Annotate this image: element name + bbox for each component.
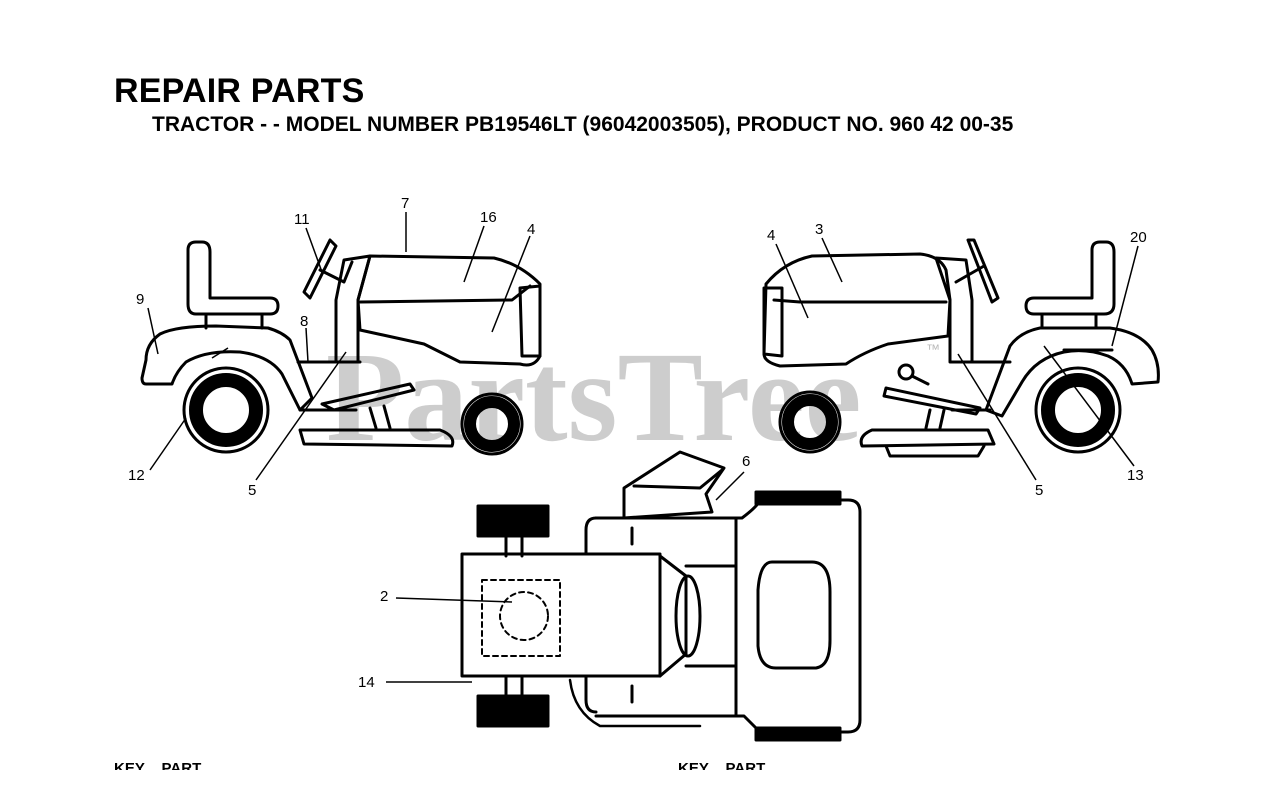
hood (762, 252, 952, 368)
seat (186, 240, 280, 316)
front-wheel (778, 390, 842, 454)
callout-3: 3 (815, 221, 823, 238)
discharge-chute (622, 450, 726, 520)
lever-knob (897, 363, 915, 381)
chute-line (632, 468, 724, 490)
seat (1024, 240, 1116, 316)
grille (518, 284, 542, 358)
right-side-view (762, 238, 1160, 458)
page-title: REPAIR PARTS (114, 72, 365, 110)
steering-hub (674, 574, 702, 658)
key-label: KEY (678, 760, 709, 770)
decal-circle (499, 591, 549, 641)
part-label: PART (725, 760, 766, 770)
rear-tire (189, 373, 263, 447)
right-view-leaders (775, 237, 1139, 481)
deck-curve (568, 678, 702, 728)
top-view (460, 450, 862, 742)
body-front (584, 516, 598, 714)
callout-2: 2 (380, 588, 388, 605)
seat-post (1040, 312, 1098, 330)
rear-wheel (182, 366, 270, 454)
rear-body (594, 498, 862, 734)
deck-lever (320, 382, 416, 412)
callout-4-left: 4 (527, 221, 535, 238)
dash-panel (934, 256, 974, 364)
hood-top (460, 552, 662, 678)
hood-line (358, 284, 532, 304)
steering-wheel (966, 238, 1000, 304)
left-side-view (140, 238, 542, 456)
key-label: KEY (114, 760, 145, 770)
part-label: PART (161, 760, 202, 770)
front-tire (782, 394, 838, 450)
left-view-leaders (147, 212, 531, 481)
hood-taper (658, 554, 688, 678)
callout-8: 8 (300, 313, 308, 330)
deck-skirt (884, 444, 986, 458)
callout-13: 13 (1127, 467, 1144, 484)
rear-left-tire (754, 490, 842, 506)
mower-deck (298, 428, 455, 448)
deck-hanger (924, 408, 946, 430)
rear-fender (984, 326, 1160, 418)
callout-7: 7 (401, 195, 409, 212)
rear-tire (1041, 373, 1115, 447)
callout-20: 20 (1130, 229, 1147, 246)
callout-6: 6 (742, 453, 750, 470)
steering-column (954, 264, 986, 284)
steering-wheel (302, 238, 338, 300)
front-tire (464, 396, 520, 452)
callout-12: 12 (128, 467, 145, 484)
callout-5-left: 5 (248, 482, 256, 499)
dash-sides (684, 564, 738, 668)
parts-list-header-left: KEY PART (114, 758, 254, 770)
deck-lever (882, 386, 982, 416)
rear-right-tire (754, 726, 842, 742)
mower-deck (859, 428, 996, 448)
callout-14: 14 (358, 674, 375, 691)
steering-column (318, 260, 354, 284)
callout-9: 9 (136, 291, 144, 308)
rear-fender (140, 324, 314, 412)
grille (762, 286, 784, 358)
front-left-tire (476, 504, 550, 538)
parts-list-header-right: KEY PART (678, 758, 818, 770)
callout-16: 16 (480, 209, 497, 226)
decal-outline (481, 579, 561, 657)
lever-stem (910, 374, 930, 386)
hood (356, 254, 542, 367)
callout-5-right: 5 (1035, 482, 1043, 499)
front-right-tire (476, 694, 550, 728)
deck-hanger (368, 404, 392, 430)
top-view-leaders (386, 471, 745, 683)
page-subtitle: TRACTOR - - MODEL NUMBER PB19546LT (9604… (152, 113, 1014, 136)
callout-11: 11 (294, 211, 310, 228)
seat-top (756, 560, 832, 670)
callout-4-right: 4 (767, 227, 775, 244)
rear-wheel (1034, 366, 1122, 454)
front-axle (504, 534, 524, 698)
watermark-trademark: ™ (926, 341, 940, 357)
front-wheel (460, 392, 524, 456)
callout-numbers: 9 11 7 16 4 8 12 5 4 3 20 5 13 6 2 14 (128, 195, 1147, 691)
